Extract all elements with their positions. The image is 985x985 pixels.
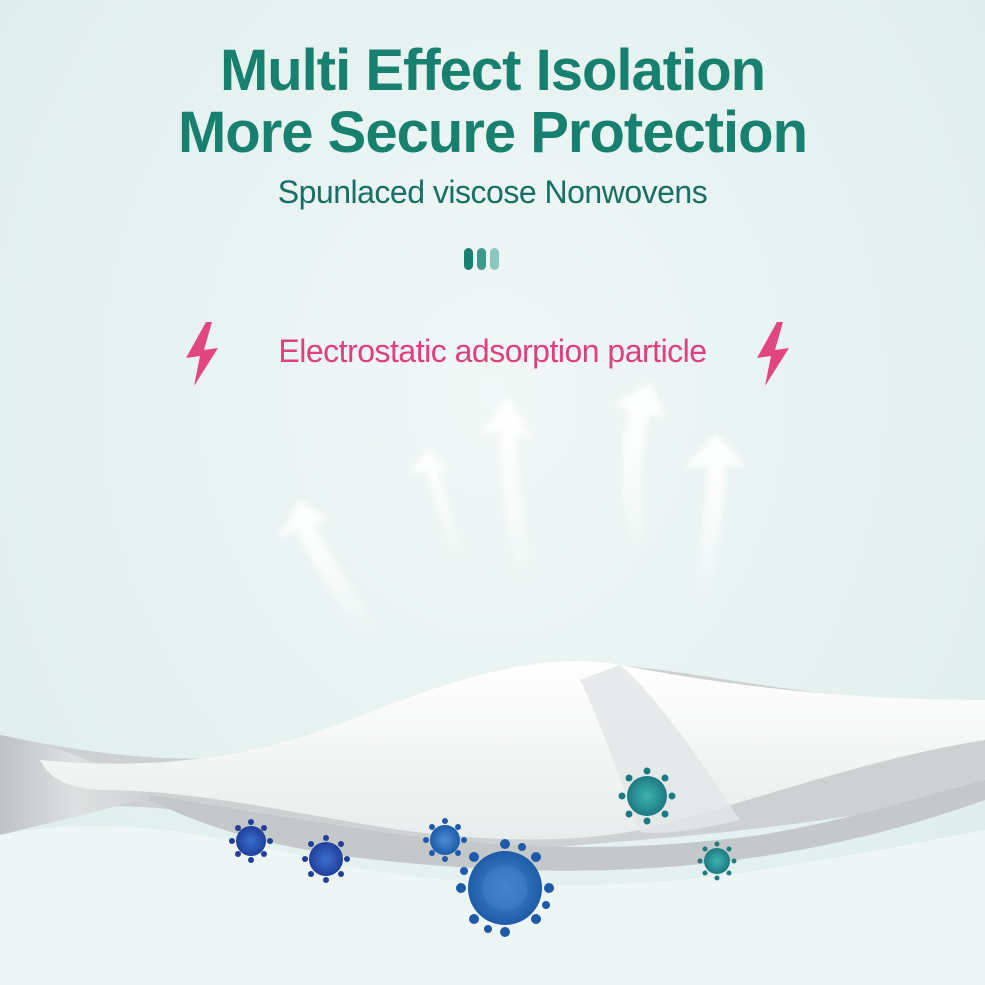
nonwoven-sheet <box>0 661 985 985</box>
virus-particle-icon <box>697 841 737 881</box>
curved-up-arrow-icon <box>684 434 746 610</box>
subtitle: Spunlaced viscose Nonwovens <box>277 174 708 210</box>
lightning-bolt-icon <box>757 322 789 386</box>
virus-particle-icon <box>423 818 467 862</box>
curved-up-arrow-icon <box>480 398 538 590</box>
lightning-bolt-icon <box>186 322 218 386</box>
virus-particle-icon <box>618 767 676 825</box>
headline-line-1: Multi Effect Isolation <box>219 38 766 103</box>
virus-particle-icon <box>302 835 350 883</box>
curved-up-arrow-icon <box>410 450 468 560</box>
curved-up-arrow-icon <box>614 382 666 560</box>
caption: Electrostatic adsorption particle <box>278 333 707 369</box>
virus-particle-icon <box>456 839 554 937</box>
three-bars-icon <box>464 248 499 270</box>
headline-line-2: More Secure Protection <box>177 100 808 165</box>
virus-particle-icon <box>229 819 273 863</box>
curved-up-arrow-icon <box>278 500 382 640</box>
